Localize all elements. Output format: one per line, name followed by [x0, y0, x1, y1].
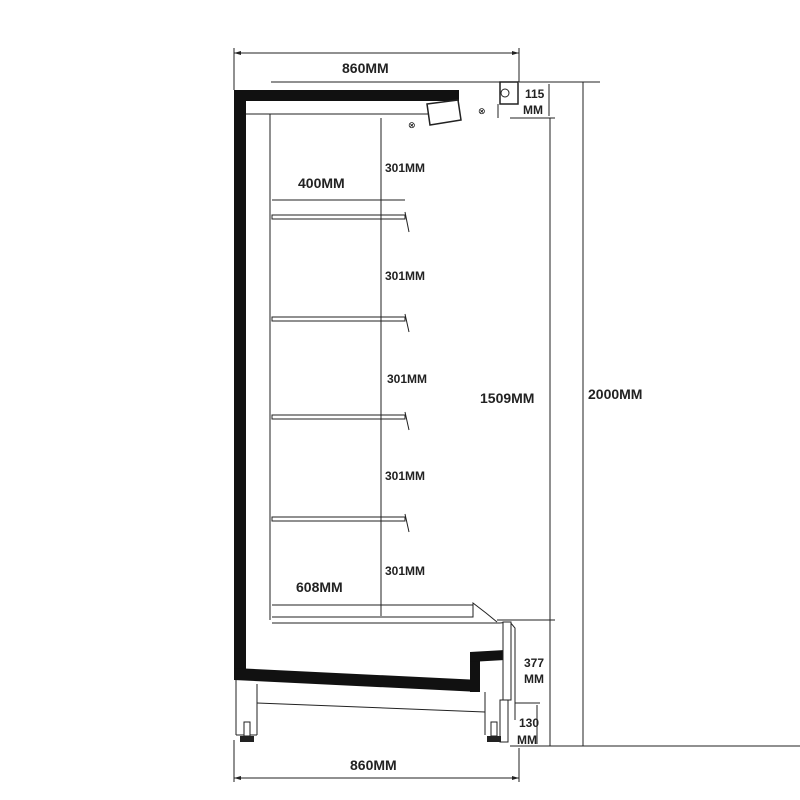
shelf-spacing-label: 301MM: [385, 564, 425, 578]
canopy-light: ⊗ ⊗: [408, 81, 519, 131]
fan-symbol-icon: ⊗: [408, 121, 416, 131]
bottom-width-dimension: [233, 740, 520, 782]
shelves: [271, 211, 410, 533]
front-panel-height-unit: MM: [524, 672, 544, 686]
fan-symbol-icon: ⊗: [478, 107, 486, 117]
shelf-depth-label: 400MM: [298, 175, 345, 191]
leveling-foot-right: [487, 721, 501, 742]
shelf: [271, 211, 410, 233]
top-width-label: 860MM: [342, 60, 389, 76]
shelf-spacing-label: 301MM: [385, 269, 425, 283]
canopy-height-unit: MM: [523, 103, 543, 117]
canopy-height-number: 115: [525, 87, 545, 101]
shelf-spacing-label: 301MM: [385, 161, 425, 175]
display-height-label: 1509MM: [480, 390, 534, 406]
kick-height-unit: MM: [517, 733, 537, 747]
front-panel-height-number: 377: [524, 656, 544, 670]
shelf-spacing-label: 301MM: [385, 469, 425, 483]
shelf: [271, 411, 410, 431]
shelf: [271, 313, 410, 333]
base-deck: [272, 601, 516, 743]
canopy-height-dimension: [510, 81, 560, 119]
cabinet-outer-wall: [234, 81, 510, 692]
front-panel-height-dimension: [497, 619, 800, 747]
total-height-label: 2000MM: [588, 386, 642, 402]
leveling-foot-left: [240, 721, 254, 742]
top-width-dimension: [233, 48, 520, 90]
cabinet-base: [235, 680, 486, 736]
total-height-dimension: [560, 81, 600, 746]
shelf: [271, 513, 410, 533]
kick-height-number: 130: [519, 716, 539, 730]
base-depth-label: 608MM: [296, 579, 343, 595]
shelf-spacing-label: 301MM: [387, 372, 427, 386]
bottom-width-label: 860MM: [350, 757, 397, 773]
